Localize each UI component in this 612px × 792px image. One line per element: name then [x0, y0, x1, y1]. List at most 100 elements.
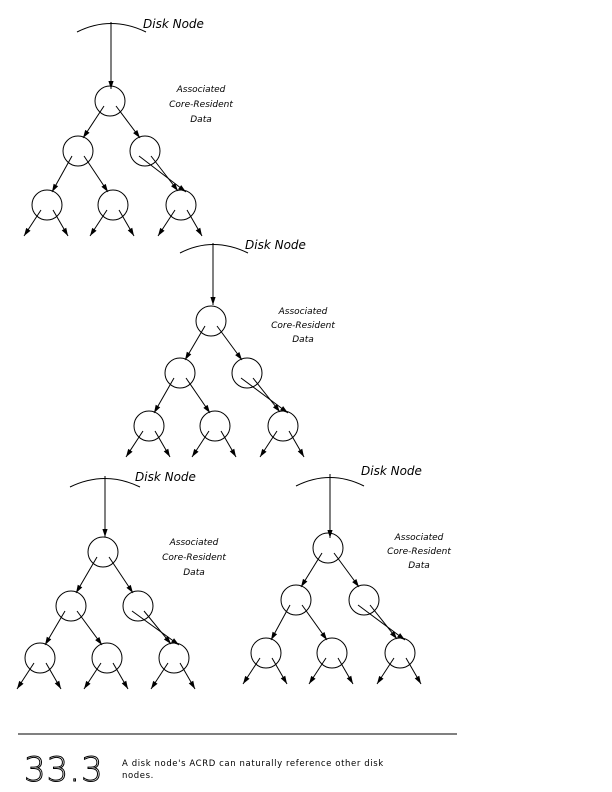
tree-node — [129, 135, 161, 167]
tree-node — [199, 410, 231, 442]
arrowhead — [154, 404, 161, 413]
arrowhead — [414, 675, 421, 684]
caption-line-1: A disk node's ACRD can naturally referen… — [122, 759, 384, 769]
tree-node — [348, 584, 380, 616]
arrowhead — [45, 636, 52, 645]
arrowhead — [280, 406, 288, 413]
arrowhead — [389, 631, 397, 639]
arrowhead — [271, 631, 278, 640]
associated-data-label: Data — [408, 561, 430, 571]
disk-node-label: Disk Node — [245, 238, 306, 252]
tree-node — [87, 536, 119, 568]
tree-node — [195, 305, 227, 337]
child-pointer — [357, 604, 406, 641]
arrowhead — [102, 529, 108, 537]
arrowhead — [327, 530, 333, 538]
tree-node — [231, 357, 263, 389]
arrowhead — [309, 675, 316, 684]
caption-line-2: nodes. — [122, 771, 154, 781]
arrowhead — [352, 579, 359, 587]
child-pointer — [131, 610, 180, 646]
arrowhead — [210, 297, 216, 305]
arrowhead — [76, 584, 83, 593]
arrowhead — [301, 578, 308, 587]
associated-data-label: Data — [190, 115, 212, 125]
arrowhead — [260, 448, 267, 457]
arrowhead — [133, 130, 140, 138]
child-pointer — [138, 155, 187, 193]
associated-data-label: Core-Resident — [162, 553, 226, 563]
arrowhead — [297, 448, 304, 457]
arrowhead — [163, 636, 171, 644]
associated-data-label: Data — [183, 568, 205, 578]
arrowhead — [243, 675, 250, 684]
arrowhead — [83, 129, 90, 138]
tree-node — [91, 642, 123, 674]
arrowhead — [397, 633, 405, 640]
arrowhead — [126, 448, 133, 457]
associated-data-label: Associated — [394, 533, 444, 543]
arrowhead — [61, 227, 68, 236]
associated-data-label: Core-Resident — [271, 321, 335, 331]
tree-node — [133, 410, 165, 442]
associated-data-label: Core-Resident — [169, 100, 233, 110]
arrowhead — [126, 584, 133, 593]
associated-data-label: Data — [292, 335, 314, 345]
associated-data-label: Associated — [169, 538, 219, 548]
tree-node — [97, 189, 129, 221]
arrowhead — [377, 675, 384, 684]
tree-node — [122, 590, 154, 622]
arrowhead — [229, 448, 236, 457]
child-pointer — [240, 377, 289, 414]
tree-node — [312, 532, 344, 564]
associated-data-label: Core-Resident — [387, 547, 451, 557]
arrowhead — [272, 404, 280, 412]
arrowhead — [108, 81, 114, 89]
arrowhead — [203, 404, 210, 413]
disk-node-arc — [179, 244, 249, 254]
arrowhead — [17, 680, 24, 689]
disk-node-label: Disk Node — [143, 17, 204, 31]
tree-node — [24, 642, 56, 674]
arrowhead — [171, 183, 178, 191]
arrowhead — [320, 631, 327, 640]
tree-node — [62, 135, 94, 167]
arrowhead — [346, 675, 353, 684]
tree-node — [158, 642, 190, 674]
arrowhead — [235, 352, 242, 360]
arrowhead — [90, 227, 97, 236]
tree-node — [384, 637, 416, 669]
arrowhead — [185, 351, 192, 360]
associated-data-label: Associated — [176, 85, 226, 95]
tree-node — [280, 584, 312, 616]
arrowhead — [280, 675, 287, 684]
disk-node-label: Disk Node — [361, 464, 422, 478]
arrowhead — [121, 680, 128, 689]
tree-node — [250, 637, 282, 669]
tree-node — [55, 590, 87, 622]
arrowhead — [151, 680, 158, 689]
tree-node — [164, 357, 196, 389]
tree-node — [94, 85, 126, 117]
arrowhead — [95, 637, 102, 645]
arrowhead — [52, 183, 59, 192]
arrowhead — [158, 227, 165, 236]
tree-node — [267, 410, 299, 442]
associated-data-label: Associated — [278, 307, 328, 317]
arrowhead — [170, 638, 179, 645]
arrowhead — [101, 183, 108, 192]
figure-number: 33.3 — [24, 750, 104, 790]
arrowhead — [127, 227, 134, 236]
arrowhead — [178, 185, 186, 192]
disk-node-label: Disk Node — [135, 470, 196, 484]
arrowhead — [84, 680, 91, 689]
tree-node — [316, 637, 348, 669]
arrowhead — [195, 227, 202, 236]
arrowhead — [24, 227, 31, 236]
arrowhead — [192, 448, 199, 457]
tree-node — [165, 189, 197, 221]
arrowhead — [163, 448, 170, 457]
arrowhead — [54, 680, 61, 689]
